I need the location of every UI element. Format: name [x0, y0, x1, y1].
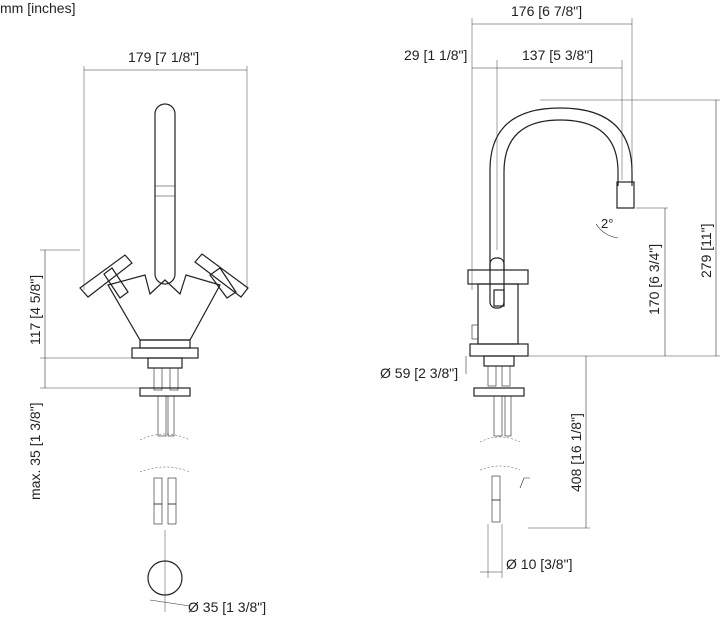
side-overall-width-dimension: 176 [6 7/8"]: [511, 3, 582, 19]
right-cross-handle: [194, 253, 249, 299]
side-hose-length-dimension: 408 [16 1/8"]: [568, 413, 584, 492]
left-cross-handle: [79, 254, 133, 299]
front-hole-diameter-dimension: Ø 35 [1 3/8"]: [188, 599, 266, 615]
side-connection-diameter-dimension: Ø 10 [3/8"]: [506, 556, 572, 572]
side-view: 176 [6 7/8"] 29 [1 1/8"] 137 [5 3/8"] 2°…: [380, 3, 720, 578]
side-offset-dimension: 29 [1 1/8"]: [404, 47, 467, 63]
front-width-dimension: 179 [7 1/8"]: [128, 49, 199, 65]
side-spout-height-dimension: 170 [6 3/4"]: [646, 244, 662, 315]
side-reach-dimension: 137 [5 3/8"]: [522, 47, 593, 63]
units-label: mm [inches]: [0, 0, 75, 16]
side-base-diameter-dimension: Ø 59 [2 3/8"]: [380, 365, 458, 381]
side-angle-dimension: 2°: [601, 216, 613, 231]
front-max-thickness-dimension: max. 35 [1 3/8"]: [27, 402, 43, 500]
side-total-height-dimension: 279 [11"]: [698, 223, 714, 278]
front-view: 179 [7 1/8"] 117 [4 5/8"] max. 35 [1 3/8…: [27, 49, 266, 615]
front-height-dimension: 117 [4 5/8"]: [27, 275, 43, 345]
